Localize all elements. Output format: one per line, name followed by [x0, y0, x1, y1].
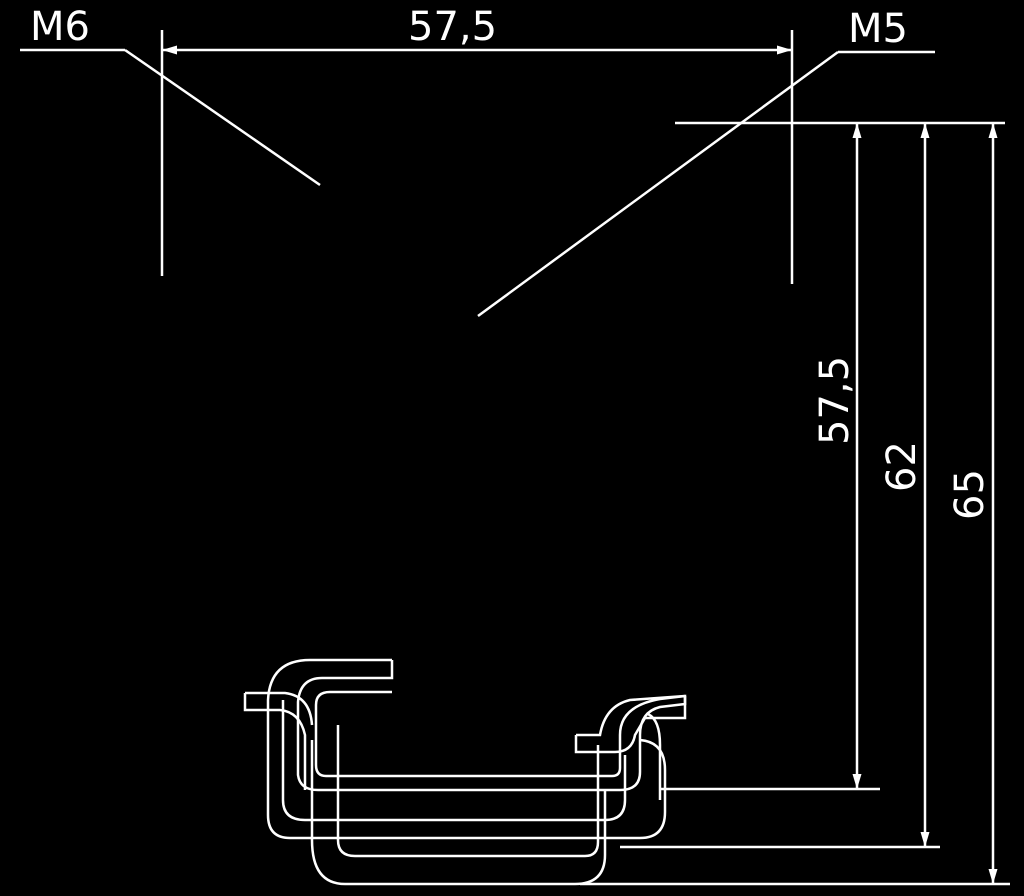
rail-right-inner — [647, 712, 662, 800]
rail-profile — [243, 658, 687, 886]
rail-right-flange — [574, 696, 687, 754]
rail-channel-2 — [310, 740, 607, 886]
rail-channel-3 — [336, 725, 600, 858]
rail-right-flange-upper — [576, 694, 686, 737]
label-width-57-5: 57,5 — [408, 4, 497, 50]
rail-left-lip — [243, 693, 307, 790]
label-height-57-5: 57,5 — [812, 356, 858, 445]
label-height-62: 62 — [879, 441, 925, 492]
label-height-65: 65 — [947, 469, 993, 520]
rail-channel-1 — [281, 700, 627, 822]
rail-left-hook-outer — [296, 660, 687, 792]
rail-left-hook-top — [266, 658, 667, 840]
label-m6: M6 — [30, 4, 90, 50]
leader-m5-diagonal — [477, 50, 839, 318]
rail-left-lip-inner — [245, 691, 314, 726]
leader-m6-diagonal — [124, 48, 321, 187]
label-m5: M5 — [848, 6, 908, 52]
